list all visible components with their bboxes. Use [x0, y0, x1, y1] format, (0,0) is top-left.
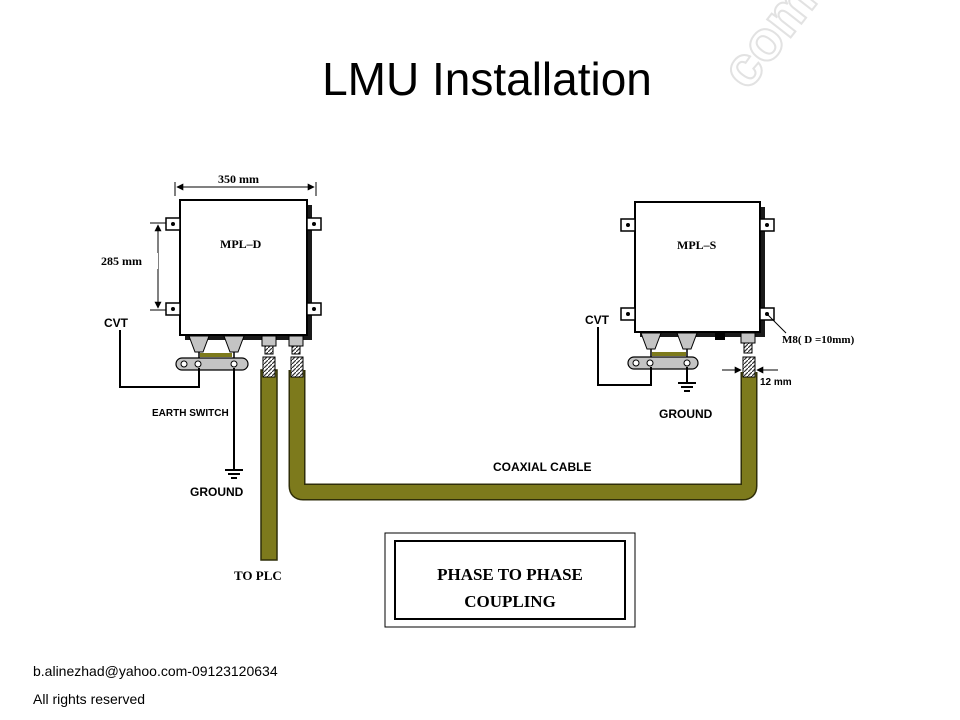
left-cvt-wire: [119, 330, 200, 388]
left-unit: MPL–D 350 mm 285 mm CVT: [100, 172, 322, 499]
right-cvt-label: CVT: [585, 313, 610, 327]
mpl-d-box: [179, 199, 308, 336]
caption-line-2: COUPLING: [464, 592, 556, 611]
bolt-label: M8( D =10mm): [782, 334, 855, 346]
left-cvt-label: CVT: [104, 316, 129, 330]
mpl-s-label: MPL–S: [677, 238, 717, 252]
right-ground-label: GROUND: [659, 407, 713, 421]
earth-switch-label: EARTH SWITCH: [152, 408, 229, 419]
cables: COAXIAL CABLE TO PLC: [234, 356, 758, 583]
footer-rights: All rights reserved: [33, 691, 146, 707]
left-ground-label: GROUND: [190, 485, 244, 499]
mpl-s-box: [634, 201, 761, 333]
to-plc-label: TO PLC: [234, 568, 282, 583]
slide-title: LMU Installation: [322, 53, 652, 105]
right-earth-bar: [627, 356, 699, 370]
gap-label: 12 mm: [760, 377, 792, 388]
coaxial-cable-label: COAXIAL CABLE: [493, 460, 591, 474]
height-dimension-label: 285 mm: [101, 254, 142, 268]
footer-contact: b.alinezhad@yahoo.com-09123120634: [33, 663, 278, 679]
right-unit: MPL–S CVT GROUND M8( D =10mm) 12 mm: [585, 201, 855, 421]
mpl-d-label: MPL–D: [220, 237, 262, 251]
to-plc-cable: [260, 369, 278, 561]
earth-switch-bar: [175, 357, 249, 371]
right-cvt-wire: [597, 327, 652, 386]
caption-box: PHASE TO PHASE COUPLING: [384, 532, 636, 628]
caption-line-1: PHASE TO PHASE: [437, 565, 583, 584]
width-dimension-label: 350 mm: [218, 172, 259, 186]
